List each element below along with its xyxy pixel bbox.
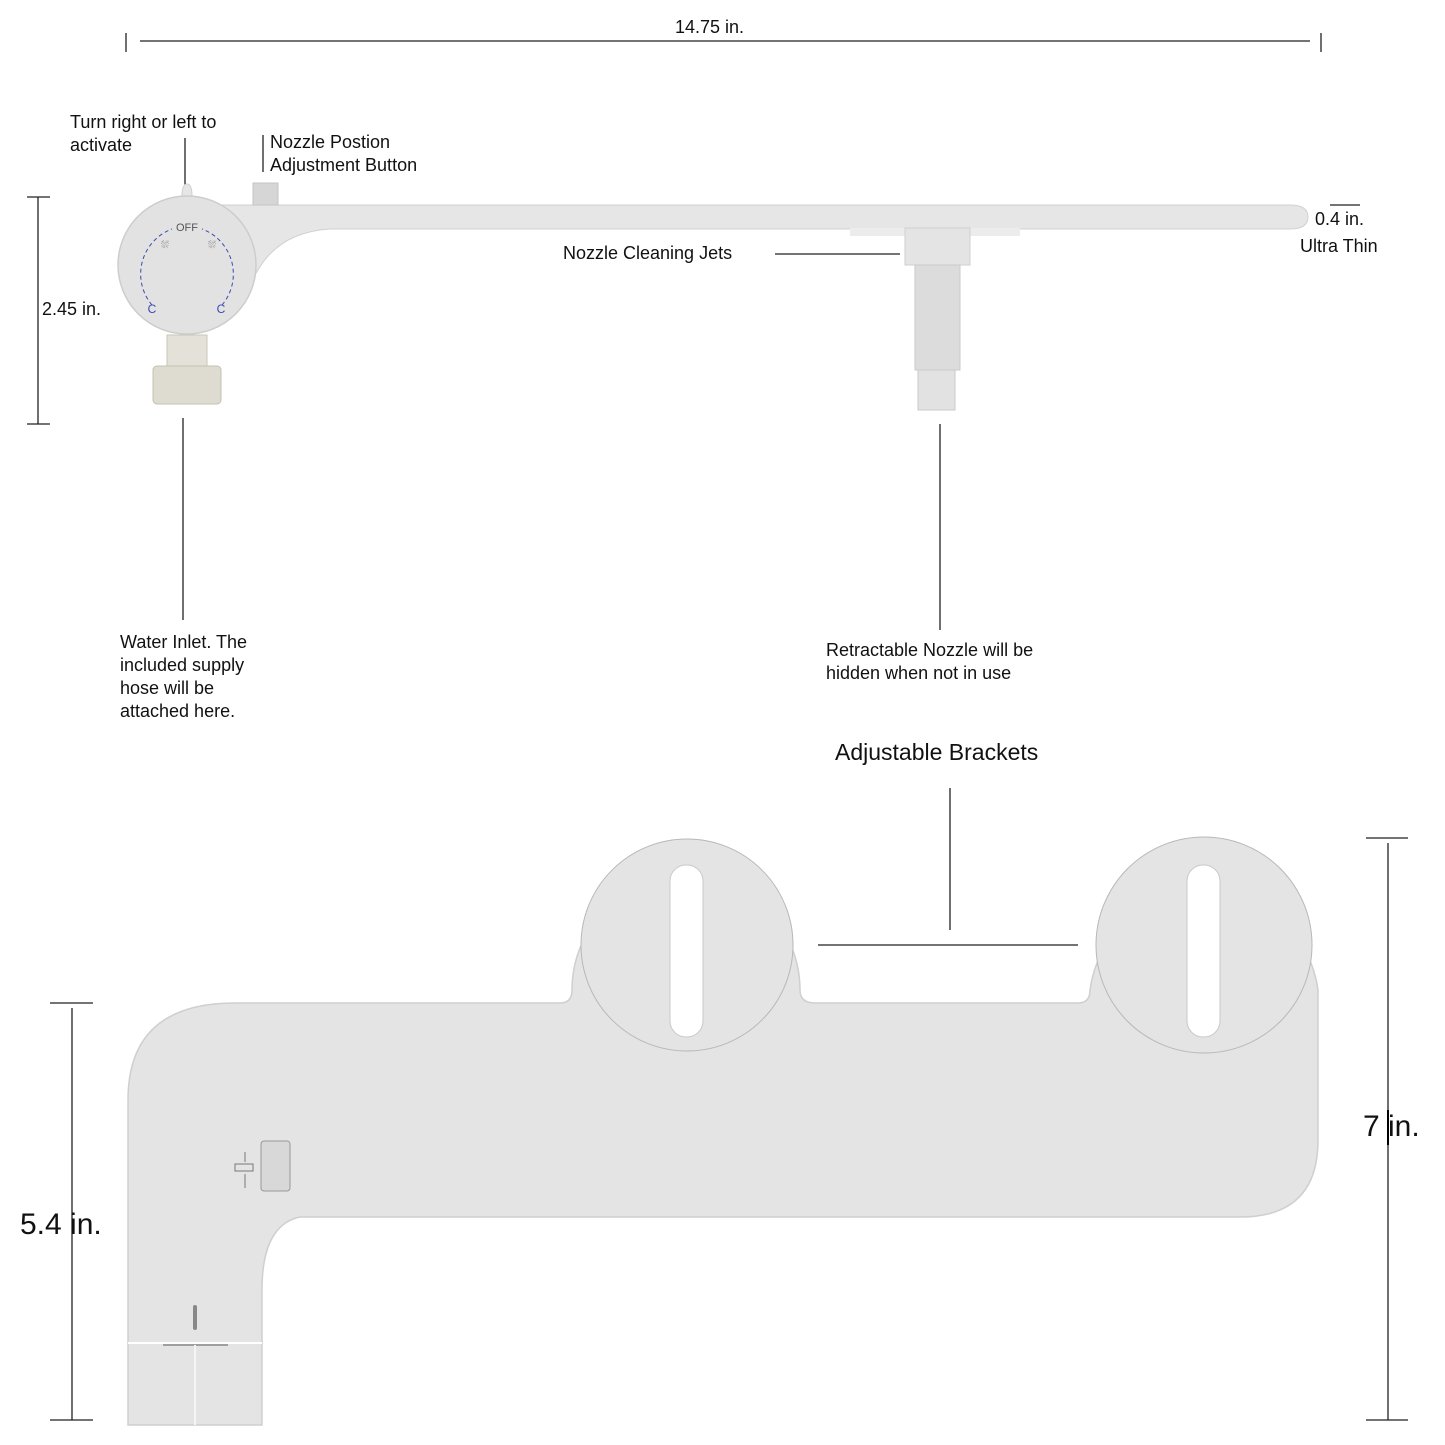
water-inlet-callout-line1: Water Inlet. The xyxy=(120,632,248,652)
nozzle-callout-line1: Retractable Nozzle will be xyxy=(826,640,1034,660)
water-inlet-callout-line2: included supply xyxy=(120,655,245,675)
body-height-dimension-line xyxy=(1366,837,1408,1421)
dial-callout-line1: Turn right or left to xyxy=(70,112,217,132)
bracket-slot-right xyxy=(1186,864,1221,1038)
nozzle xyxy=(914,264,961,371)
cleaning-jets-callout: Nozzle Cleaning Jets xyxy=(563,243,733,263)
thickness-note: Ultra Thin xyxy=(1300,236,1378,256)
width-dimension-line xyxy=(125,33,1322,52)
nozzle-button-callout-line1: Nozzle Postion xyxy=(270,132,391,152)
height-dimension-line xyxy=(27,196,50,425)
leg-height-label: 5.4 in. xyxy=(20,1208,102,1241)
dial-off-label: OFF xyxy=(176,222,198,234)
dial-right-mark: C xyxy=(217,302,226,316)
thickness-label: 0.4 in. xyxy=(1315,209,1365,229)
water-inlet-callout-line3: hose will be xyxy=(120,678,215,698)
top-view-bidet: OFF C C ⛆ ⛆ xyxy=(117,182,1309,411)
nozzle-position-button xyxy=(252,182,279,206)
leg-height-dimension-line xyxy=(50,1002,93,1421)
callout-lines xyxy=(182,135,1360,946)
brackets-callout: Adjustable Brackets xyxy=(835,739,1039,765)
height-label: 2.45 in. xyxy=(42,299,102,319)
dial-callout-line2: activate xyxy=(70,135,133,155)
bracket-slot-left xyxy=(669,864,704,1038)
bottom-view-bidet xyxy=(127,836,1319,1426)
nozzle-button-callout-line2: Adjustment Button xyxy=(270,155,418,175)
width-label: 14.75 in. xyxy=(675,17,745,37)
spray-icon-right: ⛆ xyxy=(208,240,216,251)
body-height-label: 7 in. xyxy=(1363,1110,1420,1143)
dial-left-mark: C xyxy=(148,302,157,316)
spray-icon-left: ⛆ xyxy=(161,240,169,251)
cleaning-jets xyxy=(904,227,971,266)
nozzle-slider xyxy=(260,1140,291,1192)
nozzle-callout-line2: hidden when not in use xyxy=(826,663,1012,683)
water-inlet-callout-line4: attached here. xyxy=(120,701,236,721)
control-dial xyxy=(117,195,257,335)
water-inlet-fitting xyxy=(152,365,222,405)
